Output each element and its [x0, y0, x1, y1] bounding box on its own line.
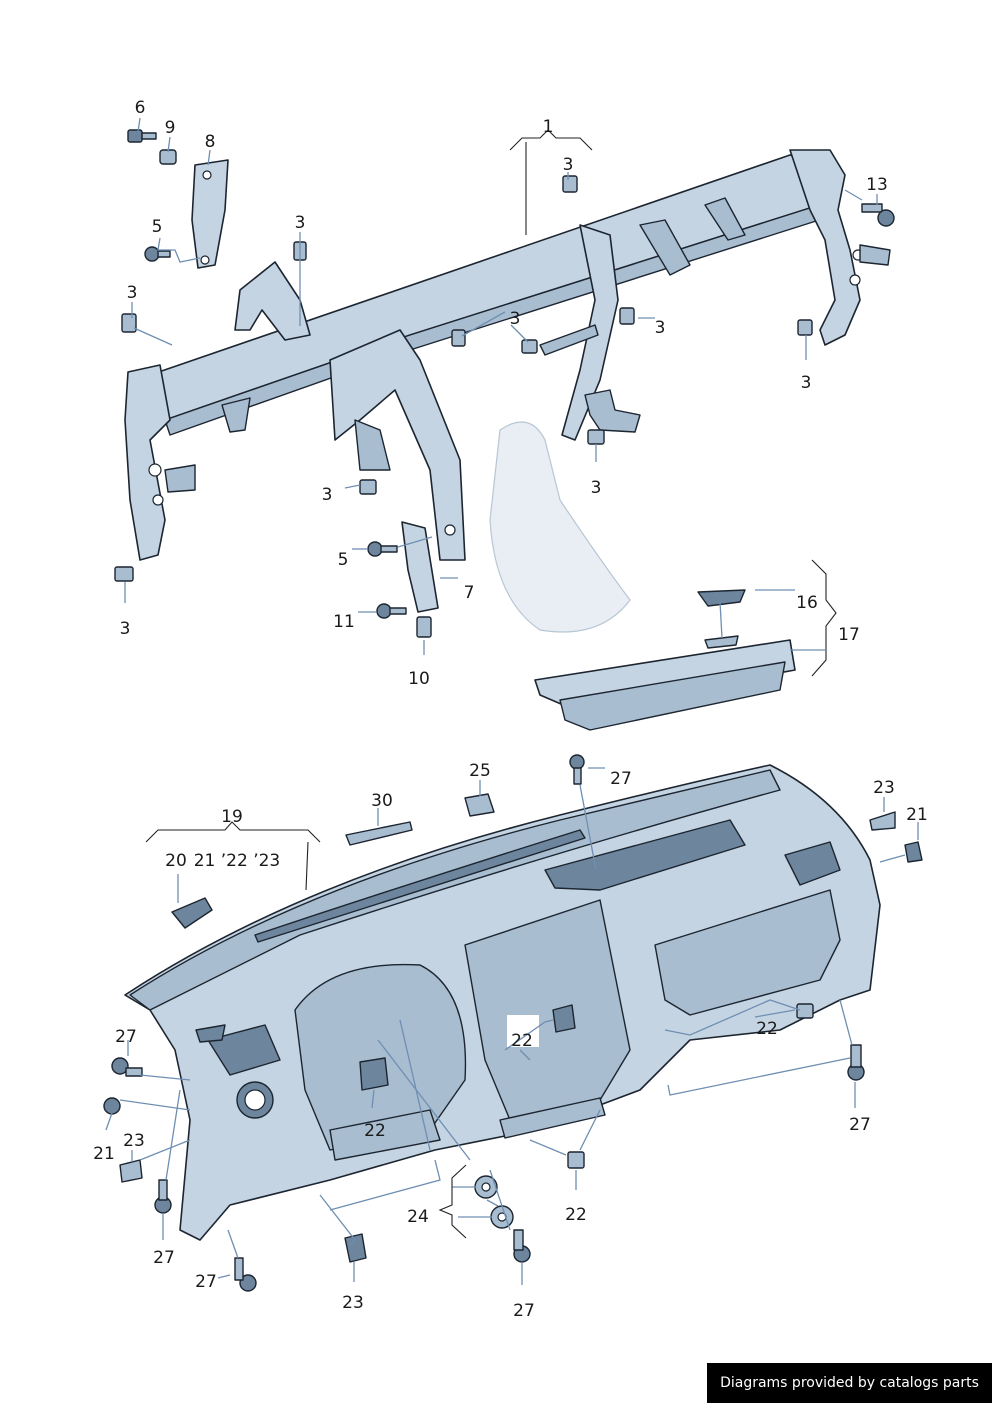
label-17: 17	[838, 625, 860, 645]
label-21: 21	[906, 805, 928, 825]
hardware	[103, 129, 923, 1292]
label-22: 22	[364, 1121, 386, 1141]
label-27: 27	[195, 1272, 217, 1292]
label-27: 27	[513, 1301, 535, 1321]
label-21: 21	[93, 1144, 115, 1164]
label-5: 5	[338, 550, 349, 570]
label-27: 27	[610, 769, 632, 789]
label-25: 25	[469, 761, 491, 781]
callout-labels: 1 3 3 3 3 3 3 3 3 3 5 5 6 7 8 9 10 11 13…	[93, 98, 928, 1321]
label-3: 3	[563, 155, 574, 175]
label-23: 23	[123, 1131, 145, 1151]
airbag-ghost	[489, 421, 631, 633]
label-19: 19	[221, 807, 243, 827]
label-10: 10	[408, 669, 430, 689]
label-backing	[507, 1015, 539, 1047]
label-27: 27	[115, 1027, 137, 1047]
label-3: 3	[127, 283, 138, 303]
label-24: 24	[407, 1207, 429, 1227]
label-27: 27	[153, 1248, 175, 1268]
label-22: 22	[565, 1205, 587, 1225]
label-3: 3	[120, 619, 131, 639]
label-27: 27	[849, 1115, 871, 1135]
label-6: 6	[135, 98, 146, 118]
dash-panel	[124, 764, 881, 1241]
label-23: 23	[342, 1293, 364, 1313]
label-11: 11	[333, 612, 355, 632]
credit-banner: Diagrams provided by catalogs parts	[707, 1363, 992, 1403]
label-3: 3	[510, 309, 521, 329]
label-7: 7	[464, 583, 475, 603]
label-13: 13	[866, 175, 888, 195]
group-brackets	[145, 129, 837, 1239]
label-3: 3	[591, 478, 602, 498]
label-23: 23	[873, 778, 895, 798]
label-3: 3	[801, 373, 812, 393]
label-1: 1	[543, 117, 554, 137]
label-8: 8	[205, 132, 216, 152]
label-3: 3	[322, 485, 333, 505]
label-30: 30	[371, 791, 393, 811]
label-9: 9	[165, 118, 176, 138]
label-3: 3	[655, 318, 666, 338]
label-22: 22	[511, 1031, 533, 1051]
label-3: 3	[295, 213, 306, 233]
label-21-22-23: 21 ’22 ’23	[194, 851, 281, 871]
label-16: 16	[796, 593, 818, 613]
cross-member	[124, 149, 891, 613]
label-5: 5	[152, 217, 163, 237]
label-22: 22	[756, 1019, 778, 1039]
leader-lines	[105, 117, 919, 1285]
label-20: 20	[165, 851, 187, 871]
storage-compartment	[534, 589, 796, 731]
